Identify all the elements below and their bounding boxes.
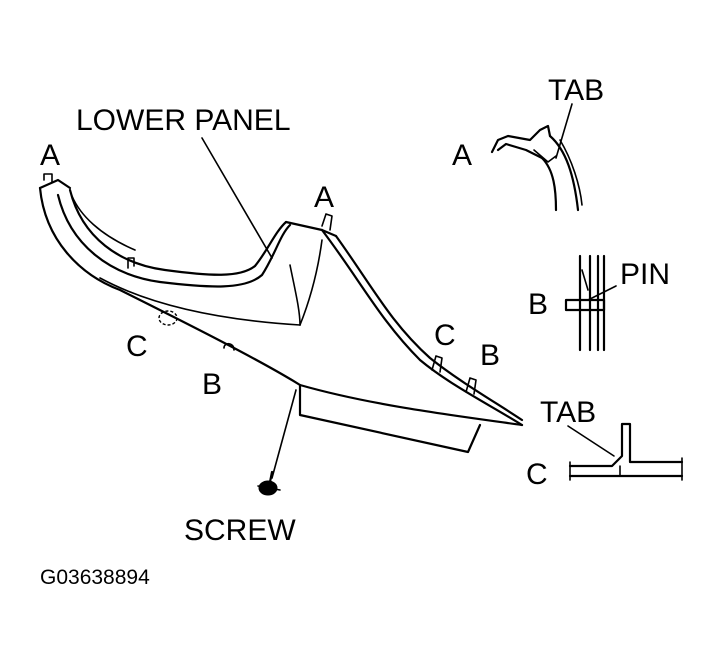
clip-a-left-label: A — [40, 139, 60, 172]
clip-c-lower-label: C — [126, 330, 148, 363]
detail-a-tab-label: TAB — [548, 74, 604, 107]
figure-code: G03638894 — [40, 566, 150, 589]
lower-panel-drawing — [38, 173, 524, 454]
clip-b-lower-label: B — [202, 368, 222, 401]
detail-a: TAB A — [452, 74, 604, 212]
detail-a-letter: A — [452, 139, 472, 172]
screw-label: SCREW — [184, 514, 296, 547]
screw-icon — [257, 470, 281, 496]
detail-b-pin-label: PIN — [620, 258, 670, 291]
lower-panel-label: LOWER PANEL — [76, 104, 291, 137]
clip-b-right-label: B — [480, 339, 500, 372]
detail-c-tab-label: TAB — [540, 396, 596, 429]
leader-lines — [201, 137, 297, 479]
clip-c-right-label: C — [434, 319, 456, 352]
detail-c: TAB C — [526, 396, 684, 491]
detail-b-letter: B — [528, 288, 548, 321]
detail-c-letter: C — [526, 458, 548, 491]
detail-b: PIN B — [528, 254, 670, 352]
clip-a-center-label: A — [314, 181, 334, 214]
